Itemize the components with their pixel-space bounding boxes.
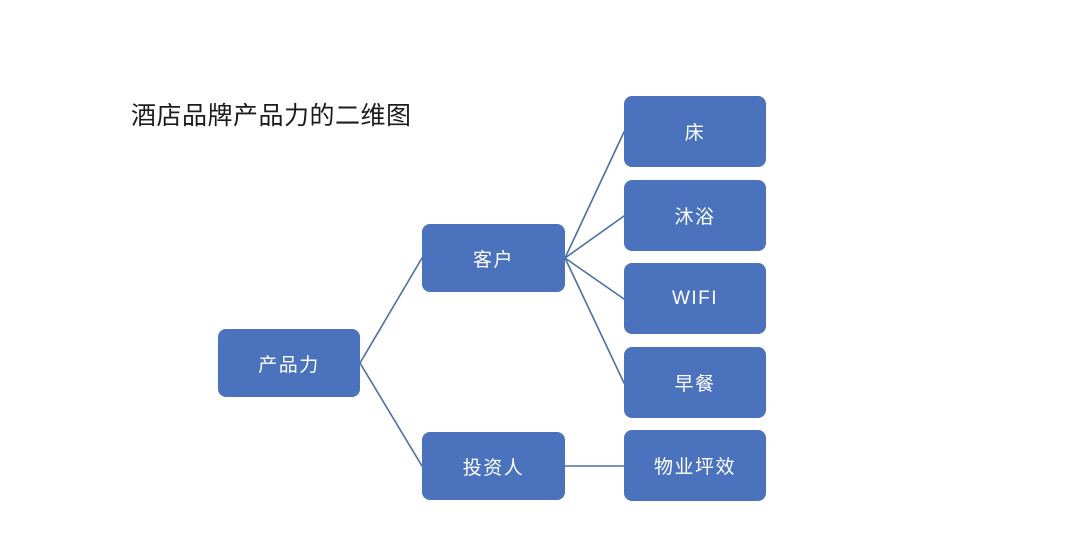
node-label: 客户 [472,249,514,271]
node-label: 早餐 [674,374,716,395]
connector-customer-to-wifi [564,257,625,300]
connector-root-to-investor [359,362,423,467]
node-label: 产品力 [258,354,320,376]
node-wifi[interactable]: WIFI [624,263,766,334]
node-customer[interactable]: 客户 [422,224,565,292]
connector-customer-to-breakfast [564,257,625,384]
node-label: WIFI [671,287,719,309]
node-product-power[interactable]: 产品力 [218,329,360,397]
node-bath[interactable]: 沐浴 [624,180,766,251]
node-breakfast[interactable]: 早餐 [624,347,766,418]
connector-customer-to-bath [564,215,625,259]
node-label: 沐浴 [674,207,716,228]
node-investor[interactable]: 投资人 [422,432,565,500]
node-label: 投资人 [462,457,525,479]
connector-root-to-customer [359,257,423,364]
node-property-efficiency[interactable]: 物业坪效 [624,430,766,501]
node-bed[interactable]: 床 [624,96,766,167]
node-label: 物业坪效 [653,457,736,478]
node-label: 床 [684,123,706,144]
page-title: 酒店品牌产品力的二维图 [131,102,412,130]
connector-customer-to-bed [564,131,625,259]
